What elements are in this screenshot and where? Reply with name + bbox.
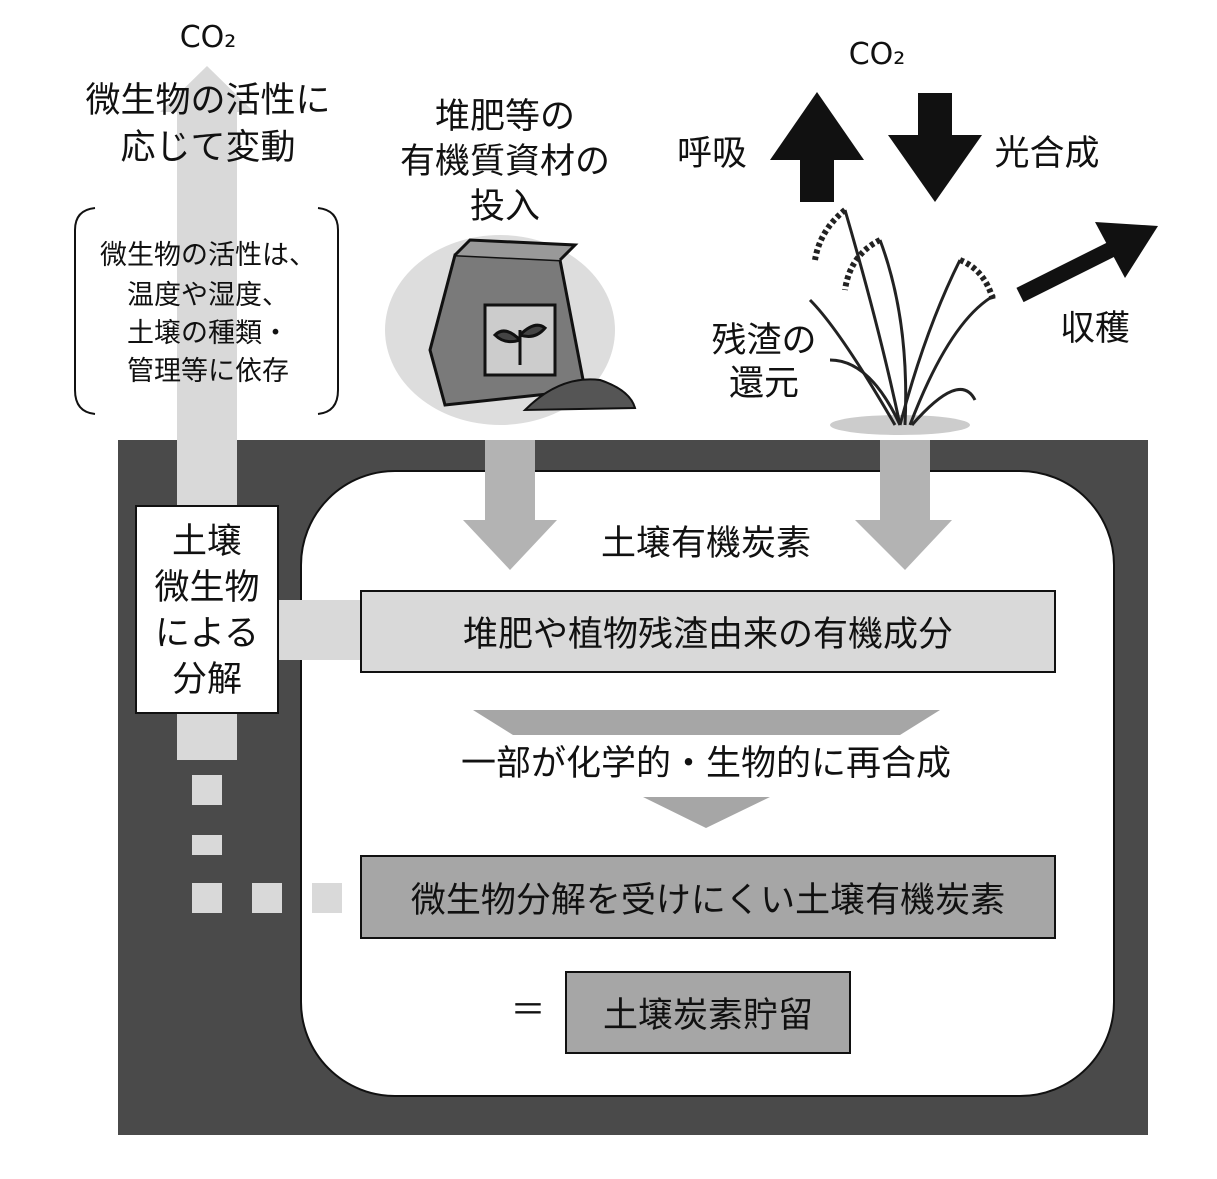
dotted-path xyxy=(192,775,342,913)
photosynthesis-label: 光合成 xyxy=(994,134,1100,174)
input-label-line1: 堆肥等の xyxy=(434,97,576,137)
input-label-line2: 有機質資材の xyxy=(399,142,611,182)
variation-label-line2: 応じて変動 xyxy=(120,128,296,168)
residue-return-arrow xyxy=(855,440,952,570)
equals-sign: ＝ xyxy=(510,991,546,1031)
photosynthesis-arrow xyxy=(888,93,982,202)
soil-organic-carbon-title: 土壌有機炭素 xyxy=(600,524,812,564)
input-label-line3: 投入 xyxy=(469,187,541,227)
resynthesis-chevron-top xyxy=(473,710,940,735)
note-bracket-left xyxy=(74,207,96,415)
organic-component-label: 堆肥や植物残渣由来の有機成分 xyxy=(462,615,953,655)
resistant-carbon-box: 微生物分解を受けにくい土壌有機炭素 xyxy=(360,855,1056,939)
respiration-arrow xyxy=(770,92,864,202)
carbon-storage-label: 土壌炭素貯留 xyxy=(602,996,813,1036)
decomposition-line: 微生物 xyxy=(154,568,260,608)
rice-plant-illustration xyxy=(808,207,996,435)
compost-input-arrow xyxy=(463,440,557,570)
note-line: 土壌の種類・ xyxy=(127,318,289,349)
decomposition-connector xyxy=(278,600,362,660)
respiration-label: 呼吸 xyxy=(676,134,748,174)
compost-bag-illustration xyxy=(385,235,637,425)
decomposition-line: による xyxy=(155,614,259,654)
harvest-arrow xyxy=(1016,222,1158,303)
note-line: 温度や湿度、 xyxy=(127,280,289,311)
resynthesis-chevron-bottom xyxy=(643,797,770,828)
note-bracket-right xyxy=(317,207,339,415)
organic-component-box: 堆肥や植物残渣由来の有機成分 xyxy=(360,590,1056,673)
residue-return-line2: 還元 xyxy=(728,364,800,404)
residue-return-line1: 残渣の xyxy=(711,321,817,361)
carbon-storage-box: 土壌炭素貯留 xyxy=(565,971,851,1054)
decomposition-line: 土壌 xyxy=(171,522,242,562)
decomposition-box: 土壌 微生物 による 分解 xyxy=(135,505,279,714)
resistant-carbon-label: 微生物分解を受けにくい土壌有機炭素 xyxy=(410,880,1006,921)
resynthesis-label: 一部が化学的・生物的に再合成 xyxy=(460,744,952,784)
decomposition-line: 分解 xyxy=(171,660,242,700)
plant-co2-label: CO₂ xyxy=(848,37,906,72)
note-line: 微生物の活性は、 xyxy=(100,240,316,271)
left-co2-label: CO₂ xyxy=(179,20,237,55)
note-line: 管理等に依存 xyxy=(127,356,289,387)
harvest-label: 収穫 xyxy=(1059,309,1131,349)
variation-label-line1: 微生物の活性に xyxy=(85,81,331,121)
